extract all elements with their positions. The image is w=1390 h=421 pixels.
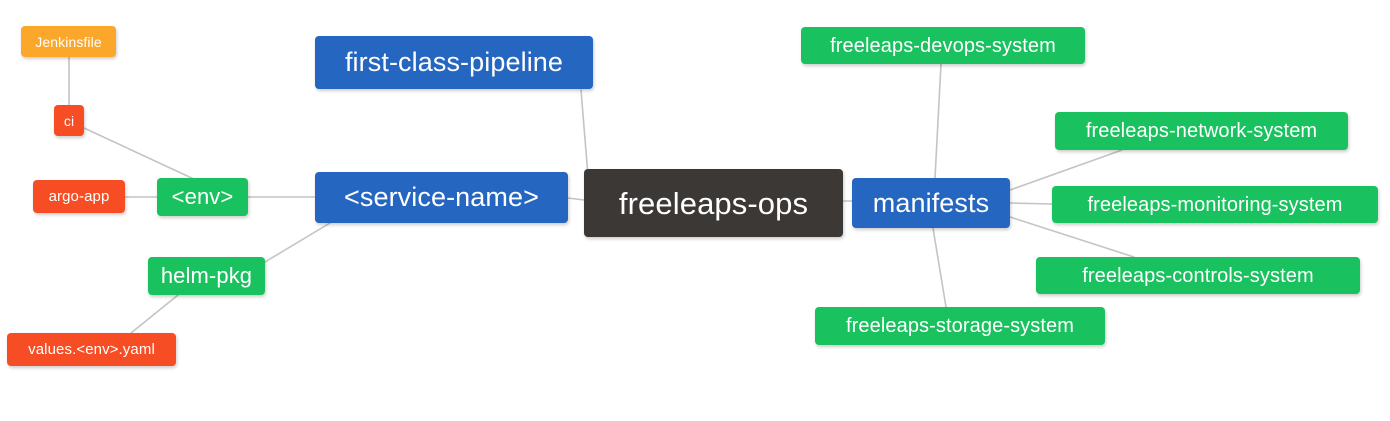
node-freeleaps-devops-system[interactable]: freeleaps-devops-system bbox=[801, 27, 1085, 64]
node-label-service-name: <service-name> bbox=[344, 182, 539, 212]
edge-manifests-to-freeleaps-devops-system bbox=[934, 63, 942, 179]
node-label-helm-pkg: helm-pkg bbox=[160, 263, 253, 288]
node-freeleaps-storage-system[interactable]: freeleaps-storage-system bbox=[815, 307, 1105, 345]
node-label-freeleaps-network-system: freeleaps-network-system bbox=[1085, 120, 1318, 142]
node-argo-app[interactable]: argo-app bbox=[33, 180, 125, 213]
edge-freeleaps-ops-to-first-class-pipeline bbox=[580, 89, 589, 177]
edge-manifests-to-freeleaps-network-system bbox=[1009, 149, 1123, 191]
node-freeleaps-controls-system[interactable]: freeleaps-controls-system bbox=[1036, 257, 1360, 294]
node-env[interactable]: <env> bbox=[157, 178, 248, 216]
node-label-ci: ci bbox=[63, 112, 75, 129]
edge-manifests-to-freeleaps-controls-system bbox=[1009, 216, 1135, 258]
node-manifests[interactable]: manifests bbox=[852, 178, 1010, 228]
edge-env-to-ci bbox=[83, 127, 197, 181]
edge-freeleaps-ops-to-service-name bbox=[567, 197, 585, 201]
node-label-freeleaps-storage-system: freeleaps-storage-system bbox=[845, 315, 1075, 337]
node-label-env: <env> bbox=[171, 184, 234, 209]
node-label-values-env-yaml: values.<env>.yaml bbox=[28, 341, 155, 358]
node-helm-pkg[interactable]: helm-pkg bbox=[148, 257, 265, 295]
node-values-env-yaml[interactable]: values.<env>.yaml bbox=[7, 333, 176, 366]
node-label-freeleaps-controls-system: freeleaps-controls-system bbox=[1082, 264, 1314, 287]
node-ci[interactable]: ci bbox=[54, 105, 84, 136]
node-first-class-pipeline[interactable]: first-class-pipeline bbox=[315, 36, 593, 89]
node-label-freeleaps-monitoring-system: freeleaps-monitoring-system bbox=[1087, 193, 1343, 216]
node-label-manifests: manifests bbox=[872, 187, 990, 218]
node-freeleaps-network-system[interactable]: freeleaps-network-system bbox=[1055, 112, 1348, 150]
node-label-freeleaps-devops-system: freeleaps-devops-system bbox=[830, 34, 1056, 57]
node-freeleaps-ops[interactable]: freeleaps-ops bbox=[584, 169, 843, 237]
edge-manifests-to-freeleaps-storage-system bbox=[932, 227, 947, 308]
edge-service-name-to-helm-pkg bbox=[264, 222, 331, 263]
edge-helm-pkg-to-values-env-yaml bbox=[130, 294, 179, 334]
node-service-name[interactable]: <service-name> bbox=[315, 172, 568, 223]
node-label-argo-app: argo-app bbox=[48, 188, 110, 205]
node-freeleaps-monitoring-system[interactable]: freeleaps-monitoring-system bbox=[1052, 186, 1378, 223]
node-label-first-class-pipeline: first-class-pipeline bbox=[344, 47, 564, 77]
node-jenkinsfile[interactable]: Jenkinsfile bbox=[21, 26, 116, 57]
edge-manifests-to-freeleaps-monitoring-system bbox=[1009, 202, 1053, 205]
node-label-freeleaps-ops: freeleaps-ops bbox=[618, 185, 809, 221]
node-label-jenkinsfile: Jenkinsfile bbox=[35, 33, 102, 50]
